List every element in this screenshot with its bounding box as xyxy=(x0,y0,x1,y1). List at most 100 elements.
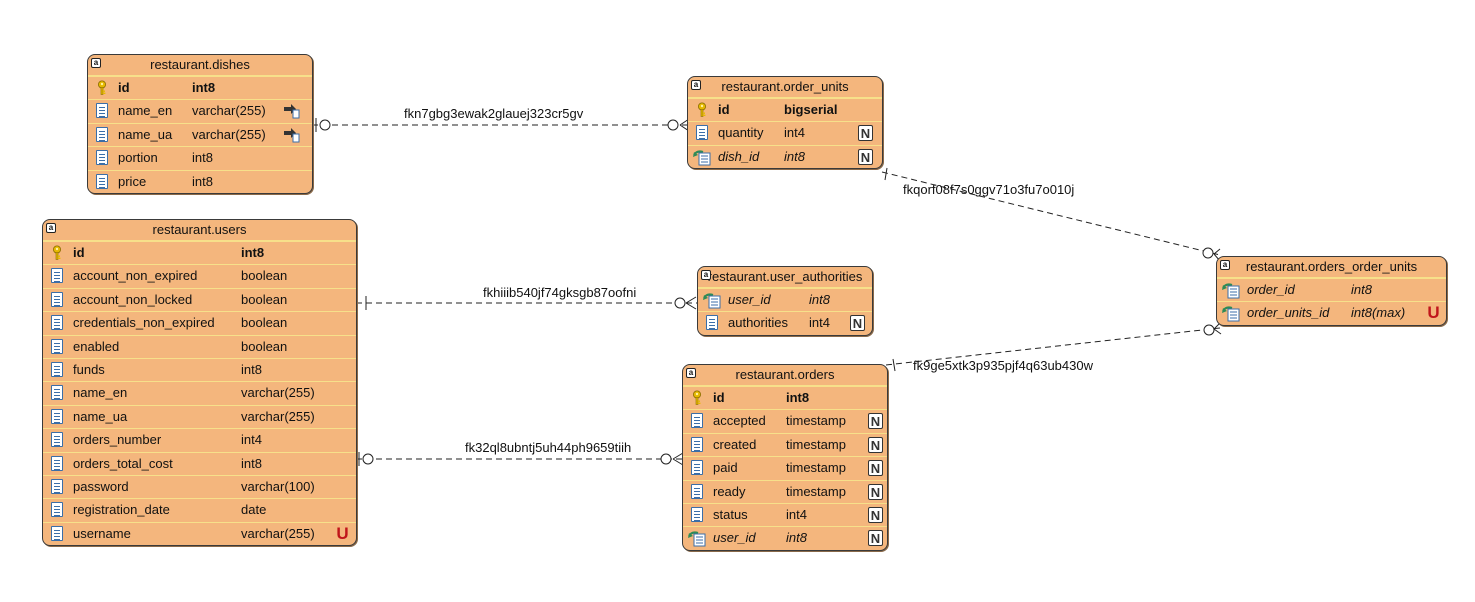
column-icon xyxy=(51,408,63,424)
column-row[interactable]: accepted timestamp N xyxy=(683,409,887,432)
column-name: funds xyxy=(73,361,105,377)
column-name: user_id xyxy=(713,530,756,546)
nullable-icon: N xyxy=(868,436,883,453)
column-name: name_ua xyxy=(73,408,128,424)
nullable-icon: N xyxy=(868,413,883,430)
relation-label-users-user-authorities: fkhiiib540jf74gksgb87oofni xyxy=(483,285,637,300)
nullable-icon: N xyxy=(868,506,883,523)
foreign-key-icon xyxy=(693,149,711,166)
column-icon xyxy=(96,103,108,119)
column-name: portion xyxy=(118,150,158,166)
column-type: timestamp xyxy=(786,413,846,429)
column-name: enabled xyxy=(73,338,120,354)
column-icon xyxy=(51,385,63,401)
column-type: int4 xyxy=(784,125,805,141)
column-type: int8(max) xyxy=(1351,305,1406,321)
column-icon xyxy=(96,173,108,189)
column-name: quantity xyxy=(718,125,764,141)
column-name: ready xyxy=(713,483,746,499)
relation-orders-orders-order-units[interactable] xyxy=(885,322,1222,372)
column-name: order_units_id xyxy=(1247,305,1330,321)
table-type-icon: a xyxy=(691,80,701,90)
table-title-text: restaurant.orders_order_units xyxy=(1245,259,1418,274)
column-type: boolean xyxy=(241,268,288,284)
column-name: id xyxy=(713,390,725,405)
column-row[interactable]: name_ua varchar(255) xyxy=(43,404,356,428)
relation-users-user-authorities[interactable] xyxy=(356,296,697,310)
relation-dishes-order-units[interactable] xyxy=(312,118,690,132)
column-type: date xyxy=(241,502,267,518)
index-icon xyxy=(284,103,300,119)
column-type: varchar(255) xyxy=(192,126,266,142)
column-type: int8 xyxy=(192,80,216,95)
table-title-text: restaurant.order_units xyxy=(721,79,849,94)
nullable-icon: N xyxy=(868,460,883,477)
table-title: a restaurant.order_units xyxy=(688,77,882,98)
column-icon xyxy=(96,126,108,142)
column-icon xyxy=(51,525,63,541)
relation-order-units-orders-order-units[interactable] xyxy=(881,167,1221,262)
column-icon xyxy=(691,413,703,429)
relation-users-orders[interactable] xyxy=(356,452,684,466)
nullable-icon: N xyxy=(858,148,873,165)
column-type: boolean xyxy=(241,291,288,307)
column-name: authorities xyxy=(728,315,788,331)
index-icon xyxy=(284,127,300,143)
nullable-icon: N xyxy=(850,315,865,332)
table-title-text: restaurant.users xyxy=(152,222,247,237)
column-row[interactable]: order_units_id int8(max) U xyxy=(1217,301,1446,324)
column-icon xyxy=(51,315,63,331)
unique-icon: U xyxy=(1427,303,1440,323)
foreign-key-icon xyxy=(1222,305,1240,322)
key-icon xyxy=(696,102,708,117)
column-icon xyxy=(96,150,108,166)
column-name: created xyxy=(713,436,757,452)
column-icon xyxy=(691,460,703,476)
column-icon xyxy=(691,436,703,452)
column-icon xyxy=(691,483,703,499)
column-type: varchar(255) xyxy=(241,408,315,424)
column-type: int4 xyxy=(786,506,807,522)
table-type-icon: a xyxy=(686,368,696,378)
column-name: accepted xyxy=(713,413,766,429)
